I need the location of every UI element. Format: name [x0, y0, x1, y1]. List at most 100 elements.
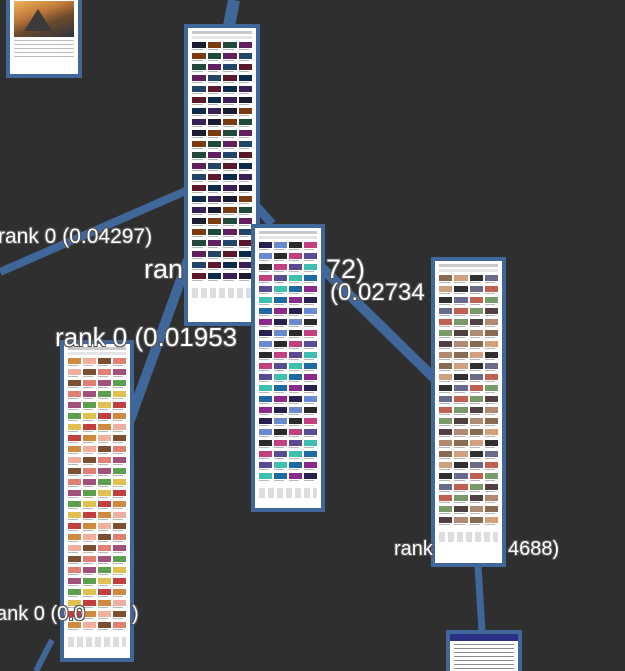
- gallery-thumbnail: [259, 286, 272, 295]
- gallery-thumbnail: [192, 53, 206, 62]
- gallery-thumbnail: [192, 229, 206, 238]
- gallery-thumbnail: [259, 385, 272, 394]
- gallery-thumbnail: [439, 341, 453, 350]
- gallery-thumbnail: [469, 418, 483, 427]
- gallery-thumbnail: [68, 369, 81, 378]
- thumbnail-grid: [435, 275, 502, 526]
- gallery-thumbnail: [304, 407, 317, 416]
- gallery-thumbnail: [469, 286, 483, 295]
- gallery-thumbnail: [304, 253, 317, 262]
- node-gallery-middle[interactable]: [251, 224, 325, 512]
- gallery-thumbnail: [223, 174, 237, 183]
- gallery-thumbnail: [304, 396, 317, 405]
- gallery-thumbnail: [192, 262, 206, 271]
- page-header: [259, 231, 317, 234]
- gallery-thumbnail: [83, 391, 96, 400]
- gallery-thumbnail: [98, 567, 111, 576]
- gallery-thumbnail: [259, 440, 272, 449]
- gallery-thumbnail: [454, 462, 468, 471]
- gallery-thumbnail: [83, 435, 96, 444]
- gallery-thumbnail: [68, 600, 81, 609]
- gallery-thumbnail: [289, 418, 302, 427]
- gallery-thumbnail: [469, 429, 483, 438]
- gallery-thumbnail: [83, 457, 96, 466]
- edge-left-to-offscreen: [33, 638, 55, 671]
- gallery-thumbnail: [207, 86, 221, 95]
- gallery-thumbnail: [304, 462, 317, 471]
- gallery-thumbnail: [304, 275, 317, 284]
- gallery-thumbnail: [192, 97, 206, 106]
- gallery-thumbnail: [113, 446, 126, 455]
- page-footer: [259, 488, 317, 498]
- gallery-thumbnail: [289, 330, 302, 339]
- gallery-thumbnail: [304, 363, 317, 372]
- gallery-thumbnail: [274, 286, 287, 295]
- gallery-thumbnail: [439, 462, 453, 471]
- gallery-thumbnail: [238, 163, 252, 172]
- node-gallery-left[interactable]: [60, 340, 134, 662]
- gallery-thumbnail: [289, 451, 302, 460]
- gallery-thumbnail: [484, 363, 498, 372]
- gallery-thumbnail: [238, 229, 252, 238]
- gallery-thumbnail: [259, 242, 272, 251]
- gallery-thumbnail: [454, 396, 468, 405]
- gallery-thumbnail: [304, 286, 317, 295]
- gallery-thumbnail: [68, 380, 81, 389]
- node-gallery-right[interactable]: [431, 257, 506, 567]
- gallery-thumbnail: [192, 152, 206, 161]
- gallery-thumbnail: [68, 490, 81, 499]
- gallery-thumbnail: [469, 308, 483, 317]
- gallery-thumbnail: [238, 75, 252, 84]
- edge-label: rank 0 (0.01953: [55, 322, 238, 352]
- gallery-thumbnail: [83, 578, 96, 587]
- edge-top-to-left-gallery: [125, 258, 193, 422]
- gallery-thumbnail: [98, 578, 111, 587]
- gallery-thumbnail: [83, 468, 96, 477]
- gallery-thumbnail: [439, 319, 453, 328]
- node-landscape-page[interactable]: [6, 0, 82, 78]
- gallery-thumbnail: [98, 501, 111, 510]
- gallery-thumbnail: [83, 402, 96, 411]
- page-footer: [68, 637, 126, 647]
- gallery-thumbnail: [484, 374, 498, 383]
- gallery-thumbnail: [469, 352, 483, 361]
- gallery-thumbnail: [304, 242, 317, 251]
- gallery-thumbnail: [484, 473, 498, 482]
- gallery-thumbnail: [304, 440, 317, 449]
- gallery-thumbnail: [259, 297, 272, 306]
- gallery-thumbnail: [259, 341, 272, 350]
- gallery-thumbnail: [113, 567, 126, 576]
- gallery-thumbnail: [274, 352, 287, 361]
- gallery-thumbnail: [439, 352, 453, 361]
- gallery-thumbnail: [484, 275, 498, 284]
- node-document-page[interactable]: [446, 630, 522, 671]
- gallery-thumbnail: [238, 251, 252, 260]
- gallery-thumbnail: [454, 352, 468, 361]
- gallery-thumbnail: [454, 385, 468, 394]
- gallery-thumbnail: [113, 435, 126, 444]
- gallery-thumbnail: [469, 440, 483, 449]
- gallery-thumbnail: [223, 229, 237, 238]
- gallery-thumbnail: [68, 512, 81, 521]
- gallery-thumbnail: [68, 622, 81, 631]
- hero-image: [14, 1, 74, 37]
- node-gallery-top[interactable]: [184, 24, 260, 326]
- gallery-thumbnail: [274, 330, 287, 339]
- gallery-thumbnail: [289, 374, 302, 383]
- gallery-thumbnail: [113, 402, 126, 411]
- gallery-thumbnail: [469, 517, 483, 526]
- gallery-thumbnail: [484, 407, 498, 416]
- gallery-thumbnail: [238, 174, 252, 183]
- gallery-thumbnail: [113, 501, 126, 510]
- edge-middle-to-right: [318, 264, 440, 384]
- gallery-thumbnail: [259, 319, 272, 328]
- gallery-thumbnail: [259, 451, 272, 460]
- gallery-thumbnail: [259, 396, 272, 405]
- gallery-thumbnail: [454, 319, 468, 328]
- gallery-thumbnail: [469, 363, 483, 372]
- document-text-lines: [450, 644, 518, 669]
- gallery-thumbnail: [259, 429, 272, 438]
- gallery-thumbnail: [439, 517, 453, 526]
- gallery-thumbnail: [192, 240, 206, 249]
